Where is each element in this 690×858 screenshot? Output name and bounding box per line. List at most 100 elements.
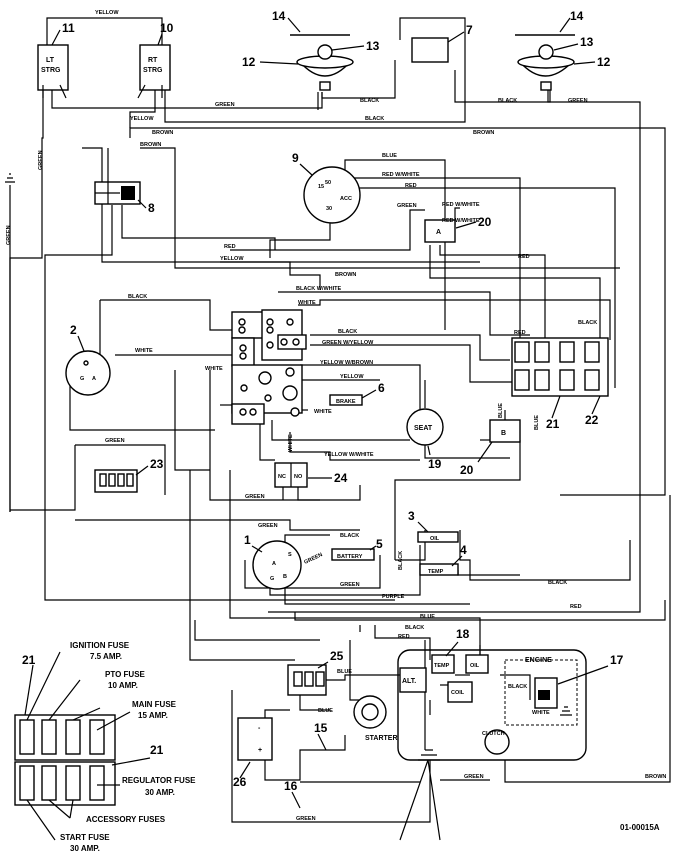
ign-acc: ACC xyxy=(340,196,352,202)
coil-label: COIL xyxy=(451,690,465,696)
wire-label: RED W/WHITE xyxy=(442,218,480,224)
callout-7: 7 xyxy=(466,23,473,37)
ground-symbols xyxy=(5,173,572,841)
brake-label: BRAKE xyxy=(336,399,356,405)
wire-label: BLACK xyxy=(340,533,359,539)
callout-2: 2 xyxy=(70,323,77,337)
callout-8: 8 xyxy=(148,201,155,215)
wire-label: YELLOW xyxy=(95,10,119,16)
callout-20-top: 20 xyxy=(478,215,492,229)
oil-lamp-label: OIL xyxy=(430,536,440,542)
switch-24: NC NO xyxy=(274,462,308,488)
wire-label: RED W/WHITE xyxy=(442,202,480,208)
callout-21-right: 21 xyxy=(546,417,560,431)
key-switch-1: A S B G xyxy=(252,540,302,590)
wire-label: GREEN xyxy=(38,150,44,170)
oil-sender-label: OIL xyxy=(470,663,480,669)
key-g: G xyxy=(270,576,274,582)
wire-label: BLACK W/WHITE xyxy=(296,286,342,292)
wire-label: GREEN xyxy=(340,582,360,588)
pto-g: G xyxy=(80,376,84,382)
wire-label: GREEN xyxy=(245,494,265,500)
callout-13-left: 13 xyxy=(366,39,380,53)
drawing-reference: 01-00015A xyxy=(620,823,660,832)
relay-b-20: B xyxy=(489,419,521,443)
callout-9: 9 xyxy=(292,151,299,165)
temp-lamp-label: TEMP xyxy=(428,569,444,575)
relay-a-20: A xyxy=(424,219,456,243)
wire-label: WHITE xyxy=(288,434,294,452)
wire-label: BLUE xyxy=(534,415,540,430)
temp-sender-label: TEMP xyxy=(434,663,450,669)
no-label: NO xyxy=(294,474,303,480)
wire-label: RED xyxy=(518,254,530,260)
fuse-block-21 xyxy=(511,337,609,397)
temp-lamp-4: TEMP xyxy=(419,563,459,576)
callout-26: 26 xyxy=(233,775,247,789)
wire-label: BLUE xyxy=(382,153,397,159)
starter-label: STARTER xyxy=(365,735,398,742)
callout-14-right: 14 xyxy=(570,9,584,23)
callout-12-right: 12 xyxy=(597,55,611,69)
wire-label: BLUE xyxy=(498,403,504,418)
wire-label: YELLOW W/WHITE xyxy=(324,452,374,458)
wire-label: BLACK xyxy=(338,329,357,335)
wire-label: WHITE xyxy=(205,366,223,372)
key-s: S xyxy=(288,552,292,558)
harness-block xyxy=(231,309,307,425)
wire-label: BLACK xyxy=(405,625,424,631)
wire-label: BROWN xyxy=(140,142,161,148)
callout-22: 22 xyxy=(585,413,599,427)
wire-label: WHITE xyxy=(298,300,316,306)
wire-label: WHITE xyxy=(532,710,550,716)
callout-1: 1 xyxy=(244,533,251,547)
rt-strg-label-2: STRG xyxy=(143,67,163,74)
lt-steering-switch: LT STRG xyxy=(37,44,69,99)
battery-26: - + xyxy=(237,717,273,761)
module-23 xyxy=(94,469,138,493)
pto-fuse-label: PTO FUSE xyxy=(105,670,146,679)
oil-lamp-3: OIL xyxy=(417,531,459,543)
wire-label: BROWN xyxy=(335,272,356,278)
callout-16: 16 xyxy=(284,779,298,793)
callout-13-right: 13 xyxy=(580,35,594,49)
callout-12-left: 12 xyxy=(242,55,256,69)
relay-b-label: B xyxy=(501,430,506,437)
callout-25: 25 xyxy=(330,649,344,663)
ign-30: 30 xyxy=(326,206,332,212)
wire-label: BLACK xyxy=(360,98,379,104)
battery-label: BATTERY xyxy=(337,554,363,560)
seat-label: SEAT xyxy=(414,425,433,432)
wire-label: GREEN xyxy=(6,225,12,245)
pto-fuse-amp: 10 AMP. xyxy=(108,681,138,690)
wire-label: YELLOW xyxy=(340,374,364,380)
wire-label: PURPLE xyxy=(382,594,405,600)
wire-harness xyxy=(9,17,671,823)
wire-label: BLACK xyxy=(508,684,527,690)
callout-6: 6 xyxy=(378,381,385,395)
wire-label: BROWN xyxy=(473,130,494,136)
wire-label: GREEN xyxy=(296,816,316,822)
wire-label: BROWN xyxy=(152,130,173,136)
wire-label: BLACK xyxy=(498,98,517,104)
start-fuse-amp: 30 AMP. xyxy=(70,844,100,853)
rt-steering-switch: RT STRG xyxy=(137,44,171,99)
wire-label: GREEN xyxy=(568,98,588,104)
brake-switch-6: BRAKE xyxy=(329,394,363,406)
regulator-fuse-label: REGULATOR FUSE xyxy=(122,776,196,785)
lt-strg-label-1: LT xyxy=(46,57,55,64)
alt-label: ALT. xyxy=(402,678,416,685)
main-fuse-amp: 15 AMP. xyxy=(138,711,168,720)
callout-21-legend-top: 21 xyxy=(22,653,36,667)
wire-label: BLUE xyxy=(420,614,435,620)
headlight-right xyxy=(515,34,575,91)
wire-label: GREEN xyxy=(258,523,278,529)
wire-label: BLACK xyxy=(548,580,567,586)
wire-label: RED xyxy=(570,604,582,610)
callout-21-legend-bottom: 21 xyxy=(150,743,164,757)
wire-label: RED xyxy=(224,244,236,250)
callout-4: 4 xyxy=(460,543,467,557)
wire-label: BROWN xyxy=(645,774,666,780)
wire-label: GREEN xyxy=(397,203,417,209)
wire-label: YELLOW xyxy=(220,256,244,262)
